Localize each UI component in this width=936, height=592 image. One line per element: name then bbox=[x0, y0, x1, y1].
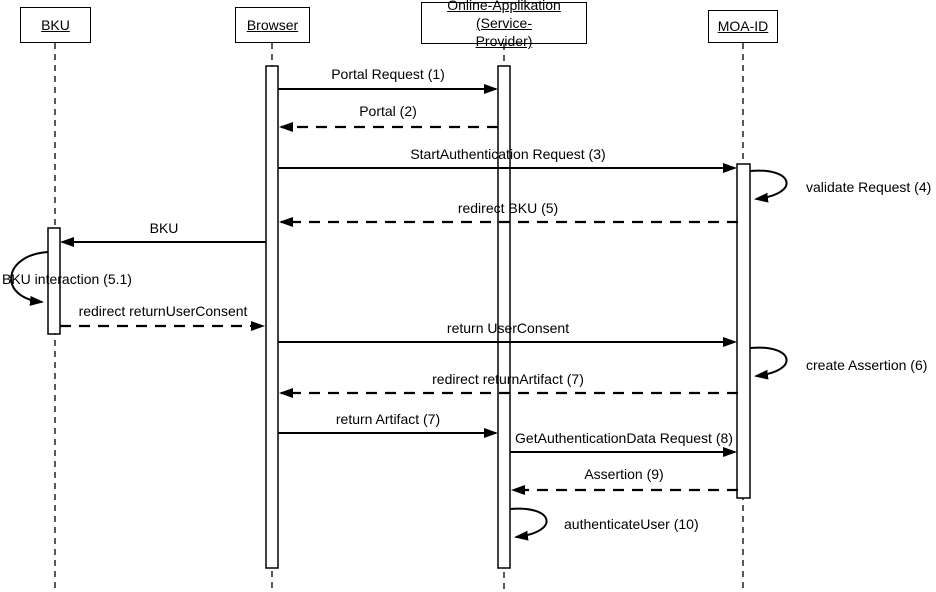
arrow-authenticateuser-self-loop bbox=[509, 507, 548, 541]
arrow-bku-interaction-self-loop bbox=[10, 251, 49, 306]
lifeline-head-bku: BKU bbox=[20, 7, 91, 43]
activation-bar-browser bbox=[265, 65, 279, 569]
message-label-create-assertion: create Assertion (6) bbox=[806, 357, 928, 373]
message-label-bku: BKU bbox=[149, 220, 179, 236]
activation-bar-moa-id bbox=[736, 163, 751, 499]
message-label-redirect-bku: redirect BKU (5) bbox=[457, 200, 559, 216]
message-label-assertion-return: Assertion (9) bbox=[584, 466, 664, 482]
message-label-return-userconsent: return UserConsent bbox=[446, 320, 570, 336]
lifeline-head-moa-id: MOA-ID bbox=[708, 10, 778, 43]
activation-bar-bku bbox=[47, 227, 61, 335]
lifeline-head-online-applikation: Online-Applikation (Service- Provider) bbox=[421, 0, 587, 49]
message-label-portal-request: Portal Request (1) bbox=[331, 66, 445, 82]
message-label-startauthentication-request: StartAuthentication Request (3) bbox=[410, 146, 606, 162]
lifeline-label-bku: BKU bbox=[41, 16, 70, 33]
arrow-create-assertion-self-loop bbox=[749, 346, 788, 380]
arrow-validate-request-self-loop bbox=[749, 169, 788, 203]
message-label-validate-request: validate Request (4) bbox=[806, 179, 932, 195]
lifeline-label-browser: Browser bbox=[246, 16, 299, 33]
message-label-getauthenticationdata-request: GetAuthenticationData Request (8) bbox=[515, 430, 733, 446]
lifeline-head-browser: Browser bbox=[235, 7, 310, 43]
message-label-return-artifact: return Artifact (7) bbox=[335, 411, 441, 427]
lifeline-label-moa-id: MOA-ID bbox=[717, 18, 769, 35]
message-label-portal-return: Portal (2) bbox=[359, 103, 417, 119]
lifeline-label-online-applikation-line2: Provider) bbox=[475, 33, 533, 50]
message-label-redirect-returnuserconsent: redirect returnUserConsent bbox=[78, 303, 248, 319]
message-label-authenticateuser: authenticateUser (10) bbox=[564, 516, 699, 532]
lifeline-label-online-applikation-line1: Online-Applikation (Service- bbox=[447, 0, 561, 31]
message-label-bku-interaction: BKU interaction (5.1) bbox=[2, 271, 132, 287]
message-label-redirect-returnartifact: redirect returnArtifact (7) bbox=[432, 371, 584, 387]
activation-bar-online-applikation bbox=[497, 65, 511, 569]
